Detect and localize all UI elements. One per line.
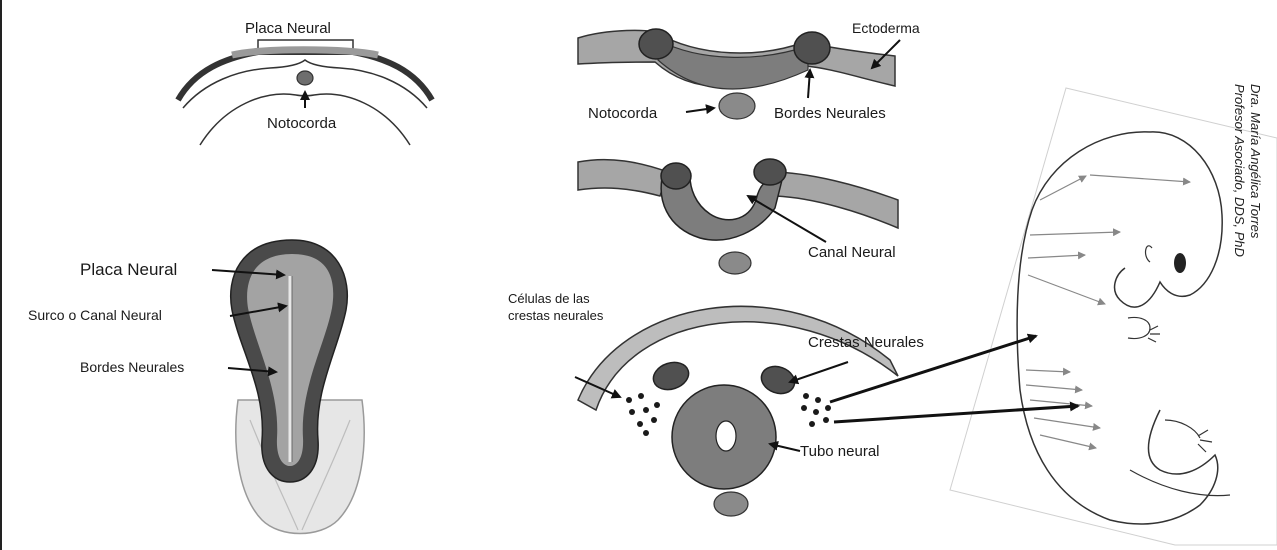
crests-arrow — [790, 362, 848, 382]
crest-cells-left — [626, 393, 660, 436]
neural-border-right — [794, 32, 830, 64]
crests-label: Crestas Neurales — [808, 334, 924, 351]
crest-cell-dot — [637, 421, 643, 427]
neural-border-left-2 — [661, 163, 691, 189]
crest-cell-dot — [823, 417, 829, 423]
notochord-small — [297, 71, 313, 85]
neural-tube-lumen — [716, 421, 736, 451]
notochord-2 — [719, 252, 751, 274]
crest-cell-dot — [654, 402, 660, 408]
neural-border-left — [639, 29, 673, 59]
crest-cell-dot — [809, 421, 815, 427]
crest-cell-dot — [801, 405, 807, 411]
crest-cell-dot — [643, 407, 649, 413]
neural-borders-section: Ectoderma Notocorda Bordes Neurales — [578, 20, 920, 122]
notochord-top-label: Notocorda — [267, 115, 337, 132]
embryo-eye — [1174, 253, 1186, 273]
notochord-1-arrow — [686, 108, 714, 112]
crest-cell-dot — [813, 409, 819, 415]
embryo-dorsal-view: Placa Neural Surco o Canal Neural Bordes… — [28, 240, 364, 534]
neural-border-right-2 — [754, 159, 786, 185]
crest-cell-dot — [815, 397, 821, 403]
neural-plate-section: Placa Neural Notocorda — [178, 20, 432, 145]
borders-1-label: Bordes Neurales — [774, 105, 886, 122]
neural-crest-right — [758, 362, 799, 398]
neural-crest-left — [650, 358, 692, 394]
crest-cell-dot — [629, 409, 635, 415]
author-credit: Dra. María Angélica Torres Profesor Asoc… — [1232, 84, 1263, 257]
crest-cell-dot — [626, 397, 632, 403]
sketch-panel — [950, 88, 1277, 545]
embryo-groove-label: Surco o Canal Neural — [28, 307, 162, 323]
neural-plate-top-label: Placa Neural — [245, 20, 331, 37]
tube-label: Tubo neural — [800, 443, 880, 460]
crest-cell-dot — [651, 417, 657, 423]
crest-cell-dot — [825, 405, 831, 411]
crest-cell-dot — [643, 430, 649, 436]
canal-label: Canal Neural — [808, 244, 896, 261]
neural-tube-section: Células de las crestas neurales Crestas … — [508, 291, 924, 516]
crest-cells-label-line1: Células de las — [508, 291, 590, 306]
crest-cells-right — [801, 393, 831, 427]
notochord-1-label: Notocorda — [588, 105, 658, 122]
credit-line-2: Profesor Asociado, DDS, PhD — [1232, 84, 1247, 257]
crest-cells-label-line2: crestas neurales — [508, 308, 604, 323]
ectoderm-band-left-2 — [578, 160, 668, 196]
embryo-lateral-sketch — [950, 88, 1277, 545]
embryo-neural-plate-label: Placa Neural — [80, 260, 177, 279]
borders-1-arrow — [808, 70, 810, 98]
crest-cell-dot — [803, 393, 809, 399]
credit-line-1: Dra. María Angélica Torres — [1248, 84, 1263, 239]
notochord-1 — [719, 93, 755, 119]
ectoderm-label: Ectoderma — [852, 20, 920, 36]
crest-cell-dot — [638, 393, 644, 399]
neural-canal-section: Canal Neural — [578, 159, 898, 274]
embryo-borders-label: Bordes Neurales — [80, 359, 184, 375]
notochord-3 — [714, 492, 748, 516]
